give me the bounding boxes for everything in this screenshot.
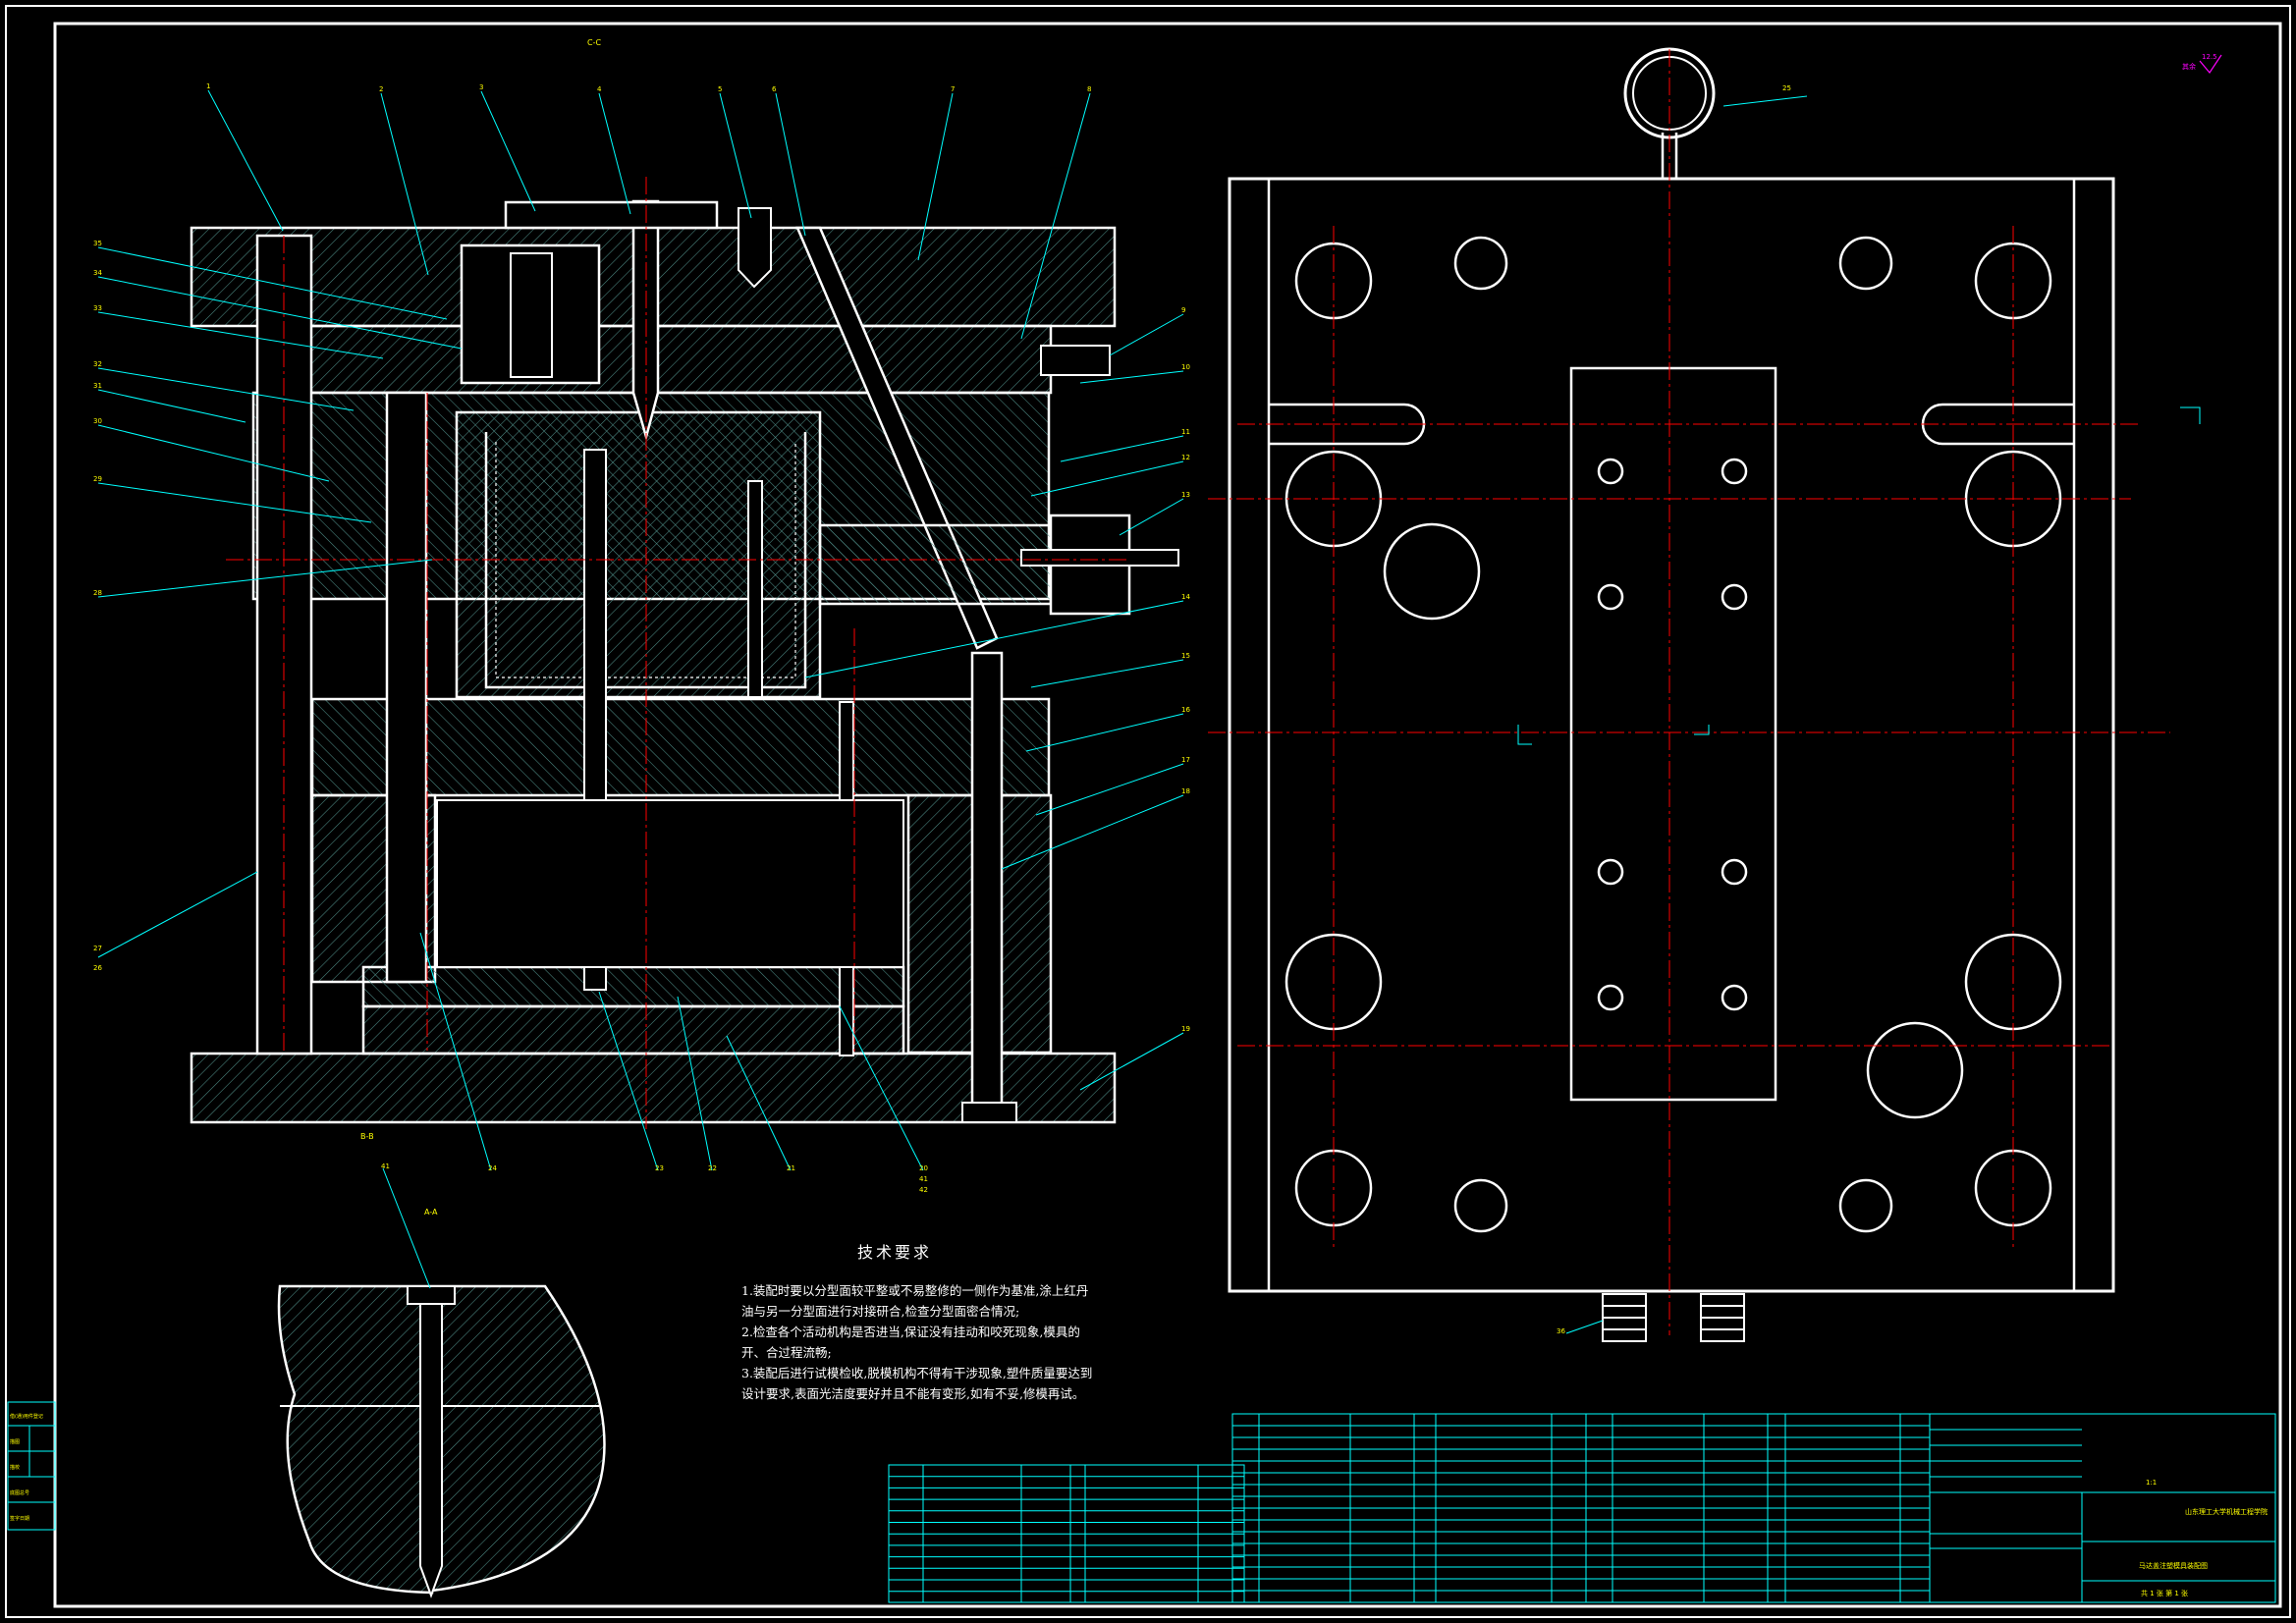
left-side-table xyxy=(7,1401,56,1531)
balloon: 2 xyxy=(379,85,383,93)
balloon: 9 xyxy=(1181,306,1185,314)
detail-view-aa: A-A 41 xyxy=(277,1163,606,1598)
balloon: 33 xyxy=(93,304,102,312)
balloon: 36 xyxy=(1557,1327,1565,1335)
balloon: 34 xyxy=(93,269,102,277)
balloon: 5 xyxy=(718,85,722,93)
tech-item: 1.装配时要以分型面较平整或不易整修的一侧作为基准,涂上红丹油与另一分型面进行对… xyxy=(741,1283,1089,1319)
balloon: 21 xyxy=(787,1164,795,1172)
school-name: 山东理工大学机械工程学院 xyxy=(2185,1507,2268,1516)
technical-requirements: 技术要求 1.装配时要以分型面较平整或不易整修的一侧作为基准,涂上红丹油与另一分… xyxy=(741,1239,1095,1404)
surface-mark-label: 其余 xyxy=(2182,62,2196,71)
view-label-aa: A-A xyxy=(424,1208,438,1217)
balloon: 24 xyxy=(488,1164,497,1172)
balloon: 12 xyxy=(1181,454,1190,461)
balloon: 15 xyxy=(1181,652,1190,660)
balloon: 27 xyxy=(93,945,102,952)
side-label: 借(通)用件登记 xyxy=(10,1413,43,1420)
balloon: 28 xyxy=(93,589,102,597)
balloon: 14 xyxy=(1181,593,1190,601)
balloon: 41 xyxy=(919,1175,928,1183)
outer-border xyxy=(5,5,2291,1618)
balloon: 42 xyxy=(919,1186,928,1194)
balloon: 19 xyxy=(1181,1025,1190,1033)
inner-border xyxy=(53,22,2282,1608)
balloon: 13 xyxy=(1181,491,1190,499)
view-label-bb: B-B xyxy=(360,1132,374,1141)
balloon: 29 xyxy=(93,475,102,483)
plan-view: 25 xyxy=(1208,47,2222,1342)
balloon: 25 xyxy=(1782,84,1791,92)
balloon: 11 xyxy=(1181,428,1190,436)
balloon: 35 xyxy=(93,240,102,247)
drawing-title: 马达盖注塑模具装配图 xyxy=(2139,1561,2208,1570)
side-label: 描校 xyxy=(10,1464,20,1471)
side-label: 底图总号 xyxy=(10,1489,29,1496)
balloon: 41 xyxy=(381,1163,390,1170)
balloon: 20 xyxy=(919,1164,928,1172)
balloon: 22 xyxy=(708,1164,717,1172)
title-block: 山东理工大学机械工程学院 马达盖注塑模具装配图 共 1 张 第 1 张 1:1 xyxy=(2139,1479,2268,1597)
balloon: 16 xyxy=(1181,706,1190,714)
scale-value: 1:1 xyxy=(2146,1479,2157,1487)
tech-item: 2.检查各个活动机构是否进当,保证没有挂动和咬死现象,模具的开、合过程流畅; xyxy=(741,1325,1080,1360)
balloon: 4 xyxy=(597,85,602,93)
balloon: 17 xyxy=(1181,756,1190,764)
parts-list xyxy=(888,1413,2276,1603)
balloon: 3 xyxy=(479,83,483,91)
tech-item: 3.装配后进行试模检收,脱模机构不得有干涉现象,塑件质量要达到设计要求,表面光洁… xyxy=(741,1366,1093,1401)
balloon: 32 xyxy=(93,360,102,368)
balloon: 1 xyxy=(206,82,210,90)
surface-mark-value: 12.5 xyxy=(2202,53,2217,61)
view-label-cc: C-C xyxy=(587,38,601,47)
section-view-cc: C-C xyxy=(93,38,1190,1194)
sheet-count: 共 1 张 第 1 张 xyxy=(2141,1589,2188,1597)
balloon: 30 xyxy=(93,417,102,425)
balloon: 31 xyxy=(93,382,102,390)
tech-title: 技术要求 xyxy=(857,1243,933,1262)
balloon: 7 xyxy=(951,85,955,93)
balloon: 8 xyxy=(1087,85,1091,93)
balloon: 26 xyxy=(93,964,102,972)
balloon: 18 xyxy=(1181,787,1190,795)
side-label: 描图 xyxy=(10,1438,20,1445)
balloon: 6 xyxy=(772,85,777,93)
balloon: 10 xyxy=(1181,363,1190,371)
side-label: 签字日期 xyxy=(10,1515,29,1522)
balloon: 23 xyxy=(655,1164,664,1172)
roughness-icon xyxy=(2199,54,2222,75)
